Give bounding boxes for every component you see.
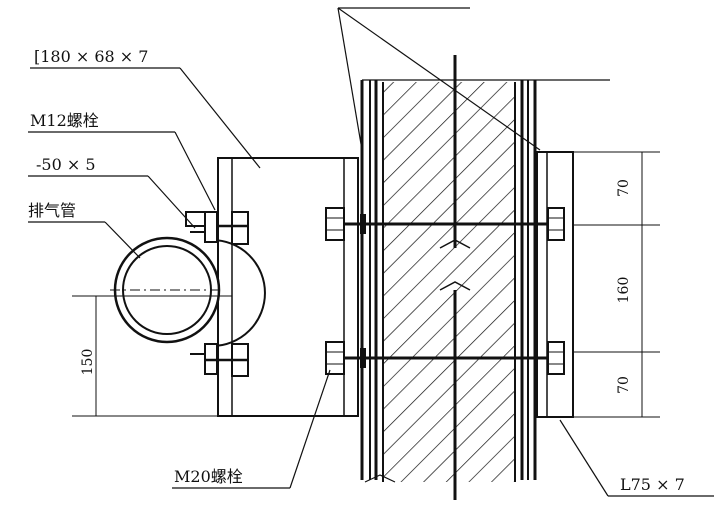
channel-steel [217,157,359,417]
dim-150: 150 [80,349,96,376]
dim-70-top: 70 [616,179,632,197]
pipe-clamp [185,211,266,377]
concrete-wall [360,55,610,500]
angle-label: L75 × 7 [620,475,685,494]
exhaust-pipe-label: 排气管 [28,201,76,220]
dim-70-bottom: 70 [616,376,632,394]
m20-bolts [325,207,565,375]
dim-160: 160 [616,277,632,304]
leader-lines [28,7,714,497]
dimension-lines [72,151,660,418]
angle-steel [536,151,574,418]
channel-label: [180 × 68 × 7 [34,47,148,66]
flat-bar-label: -50 × 5 [36,155,96,174]
m12-bolt-label: M12螺栓 [30,111,99,130]
exhaust-pipe [110,236,224,344]
m20-bolt-label: M20螺栓 [174,467,243,486]
